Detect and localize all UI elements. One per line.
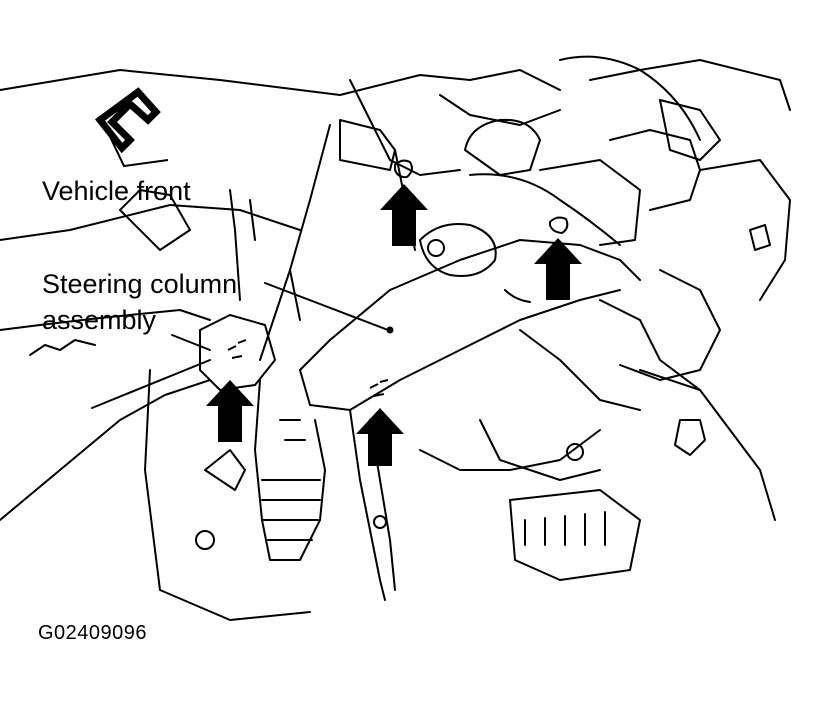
figure-id: G02409096 bbox=[38, 622, 148, 644]
fastener-marks bbox=[227, 159, 569, 397]
bolt-arrow-icon bbox=[206, 380, 254, 442]
dashboard-structure bbox=[0, 55, 791, 621]
steering-column-label: Steering column bbox=[42, 269, 238, 299]
vehicle-front-label: Vehicle front bbox=[42, 176, 191, 206]
vehicle-front-arrow-icon bbox=[95, 87, 169, 168]
steering-shaft bbox=[199, 314, 396, 601]
leader-lines bbox=[91, 269, 389, 409]
bolt-arrow-icon bbox=[380, 184, 428, 246]
bolt-arrow-icon bbox=[356, 408, 404, 466]
steering-column-label-line2: assembly bbox=[42, 305, 157, 335]
bolt-arrow-icon bbox=[534, 238, 582, 300]
steering-column-body bbox=[259, 118, 721, 411]
